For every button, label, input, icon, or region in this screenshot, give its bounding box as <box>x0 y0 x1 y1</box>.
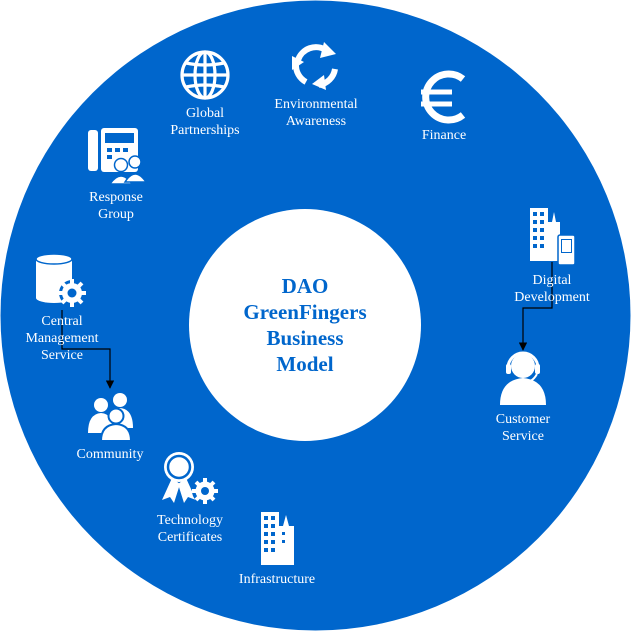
center-title-line: Business <box>266 326 344 350</box>
technology-certificates-label: Technology Certificates <box>157 512 223 546</box>
label-line: Service <box>41 348 83 363</box>
infrastructure-label: Infrastructure <box>239 571 315 588</box>
headset-agent-icon <box>500 351 546 405</box>
label-line: Technology <box>157 513 223 528</box>
euro-icon <box>421 70 466 124</box>
label-line: Management <box>25 331 99 346</box>
globe-icon <box>180 50 230 100</box>
label-line: Global <box>185 106 225 121</box>
buildings-icon <box>261 512 294 565</box>
label-line: Certificates <box>157 530 223 545</box>
label-line: Digital <box>532 273 572 288</box>
label-line: Group <box>98 207 134 222</box>
label-line: Central <box>41 314 83 329</box>
database-gear-icon <box>35 253 86 307</box>
center-title-line: GreenFingers <box>243 300 367 324</box>
phone-users-icon <box>88 128 148 185</box>
finance-label: Finance <box>422 127 466 144</box>
center-title: DAO GreenFingers Business Model <box>243 273 366 377</box>
environmental-awareness-label: Environmental Awareness <box>274 96 357 130</box>
label-line: Partnerships <box>170 123 240 138</box>
label-line: Service <box>502 429 544 444</box>
label-line: Development <box>514 290 590 305</box>
central-management-service-label: Central Management Service <box>25 313 98 364</box>
connector-central-management-to-community <box>61 310 115 389</box>
label-line: Finance <box>421 128 467 143</box>
label-line: Community <box>76 447 144 462</box>
label-line: Infrastructure <box>238 572 316 587</box>
community-label: Community <box>77 446 144 463</box>
response-group-label: Response Group <box>89 189 143 223</box>
label-line: Awareness <box>285 114 347 129</box>
center-circle <box>189 209 421 441</box>
label-line: Customer <box>495 412 551 427</box>
recycle-icon <box>292 42 338 90</box>
label-line: Environmental <box>274 97 358 112</box>
customer-service-label: Customer Service <box>496 411 550 445</box>
connector-digital-development-to-customer-service <box>518 262 553 351</box>
center-title-line: DAO <box>281 274 329 298</box>
award-gear-icon <box>162 452 218 504</box>
global-partnerships-label: Global Partnerships <box>170 105 239 139</box>
people-icon <box>88 393 133 442</box>
digital-development-label: Digital Development <box>514 272 589 306</box>
label-line: Response <box>89 190 143 205</box>
building-phone-icon <box>530 208 576 266</box>
center-title-line: Model <box>276 352 334 376</box>
